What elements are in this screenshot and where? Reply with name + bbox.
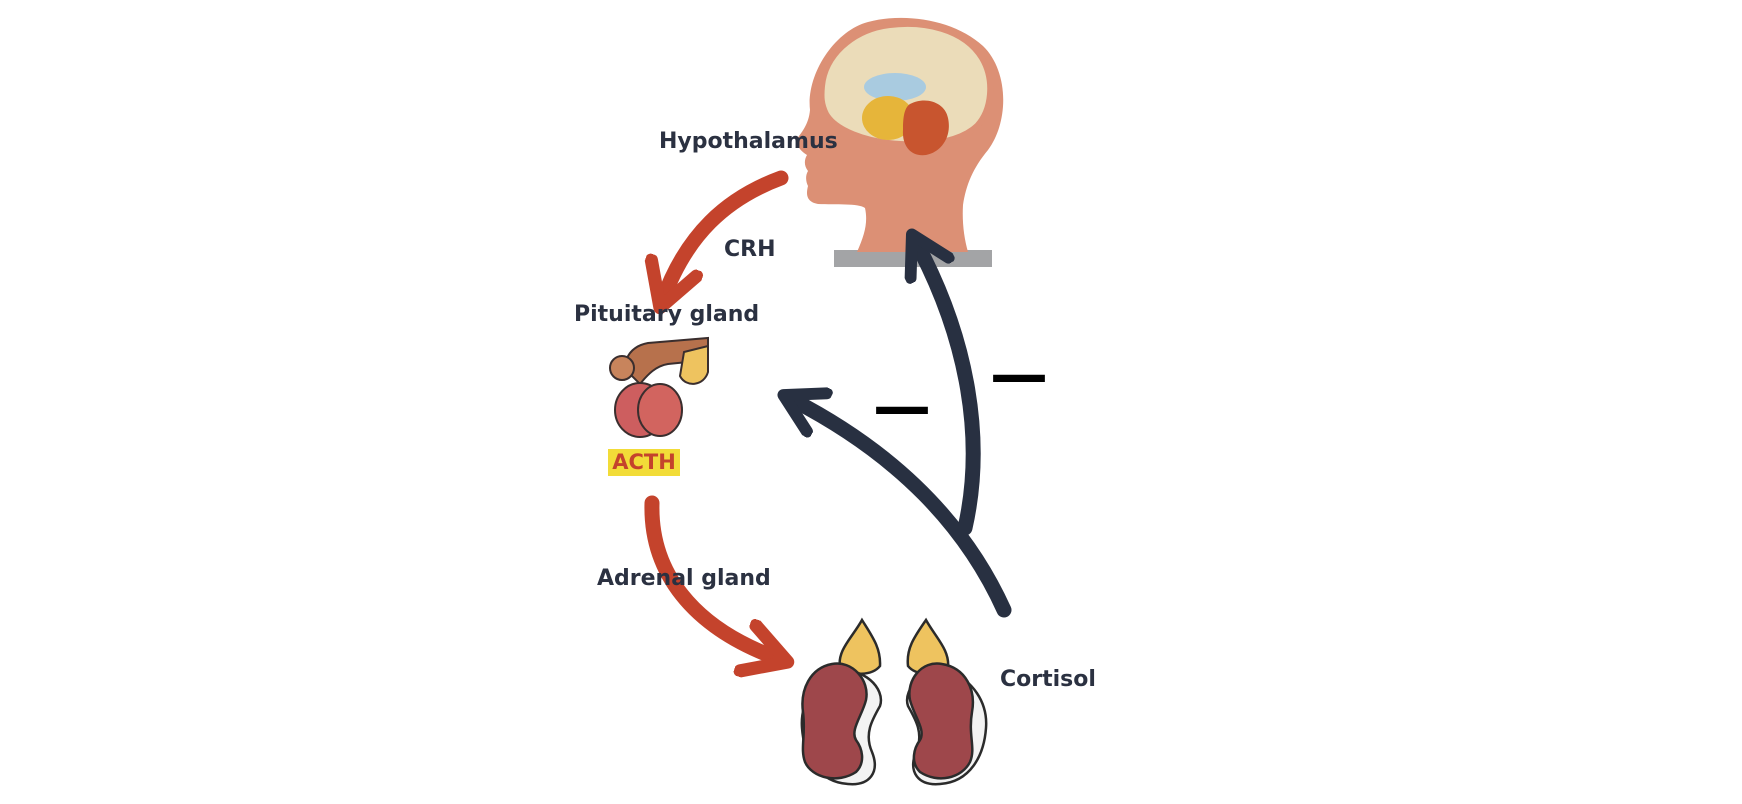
acth-stimulation-arrow	[644, 495, 782, 660]
crh-stimulation-arrow	[662, 170, 789, 302]
cortisol-feedback-arrow-pituitary	[793, 400, 1012, 618]
head-stand	[834, 250, 992, 267]
inhibition-sign-hypothalamus: —	[990, 340, 1048, 408]
pituitary-gland-label: Pituitary gland	[574, 302, 759, 327]
pituitary-bulb-small	[609, 355, 635, 381]
hypothalamus-label: Hypothalamus	[659, 129, 838, 154]
pituitary-lobe-right	[637, 383, 683, 437]
inhibition-sign-pituitary: —	[873, 372, 931, 440]
adrenal-gland-label: Adrenal gland	[597, 566, 771, 591]
brain-ventricle	[864, 73, 926, 101]
kidney-left	[801, 662, 868, 780]
cerebellum-region	[902, 100, 949, 156]
crh-label: CRH	[724, 237, 776, 262]
adrenal-glands-kidneys-icon	[800, 617, 988, 786]
acth-label: ACTH	[612, 450, 676, 474]
head-brain-icon	[796, 17, 1004, 267]
pituitary-gland-icon	[609, 336, 709, 438]
cortisol-feedback-arrow-hypothalamus	[917, 244, 981, 536]
pituitary-cap	[678, 344, 709, 385]
hypothalamus-region	[862, 96, 914, 140]
cortisol-label: Cortisol	[1000, 667, 1096, 692]
acth-highlight	[608, 449, 680, 476]
kidney-right	[908, 662, 975, 780]
